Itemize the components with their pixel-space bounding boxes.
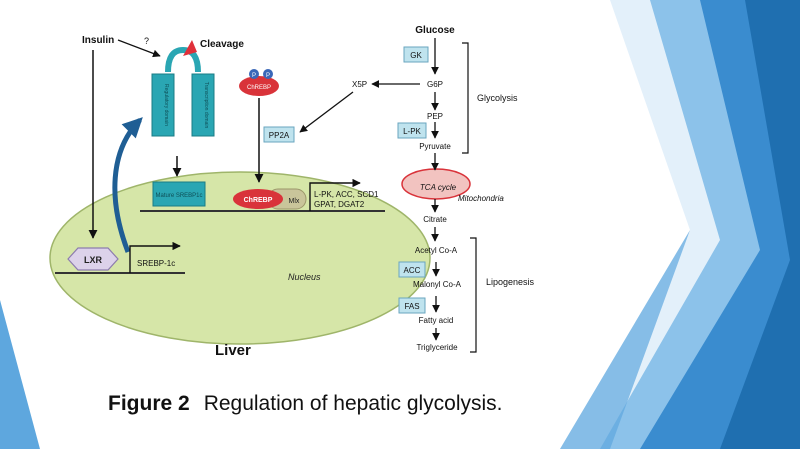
- chrebp-nuclear-label: ChREBP: [244, 197, 273, 204]
- nucleus-label: Nucleus: [288, 272, 321, 282]
- figure-caption: Figure 2 Regulation of hepatic glycolysis…: [108, 392, 503, 416]
- target-genes-2: GPAT, DGAT2: [314, 200, 365, 209]
- pp2a-label: PP2A: [269, 131, 290, 140]
- liver-label: Liver: [215, 342, 251, 359]
- cleavage-icon: [183, 40, 197, 56]
- svg-text:Transcription domain: Transcription domain: [203, 82, 209, 129]
- chrebp-nuclear: [233, 189, 283, 209]
- phospho-p1-icon: [249, 69, 259, 79]
- cleavage-label: Cleavage: [200, 39, 244, 50]
- figure-label: Figure 2: [108, 392, 190, 415]
- x5p-to-pp2a-arrow: [299, 91, 354, 133]
- question-mark: ?: [144, 36, 149, 46]
- pp2a-box: [263, 126, 295, 143]
- acc-label: ACC: [404, 266, 421, 275]
- gk-label: GK: [410, 51, 422, 60]
- mature-srebp-box: [152, 181, 206, 207]
- g6p-label: G6P: [427, 80, 443, 89]
- gk-box: [403, 46, 429, 63]
- lxr-shape: [67, 247, 119, 271]
- glycolysis-bracket: [462, 42, 469, 154]
- target-genes-arrow: [309, 178, 361, 211]
- lipogenesis-bracket: [470, 237, 477, 353]
- chrebp-top-label: ChREBP: [247, 85, 271, 91]
- fas-box: [398, 297, 426, 314]
- phospho-p2: P: [266, 73, 270, 79]
- lpk-box: [397, 122, 427, 139]
- srebp-feedback-arrow: [112, 117, 143, 253]
- tca-label: TCA cycle: [420, 183, 457, 192]
- acetyl-coa-label: Acetyl Co-A: [415, 246, 458, 255]
- srebp-gene-arrow: [129, 241, 181, 273]
- triglyceride-label: Triglyceride: [416, 343, 458, 352]
- pep-label: PEP: [427, 112, 443, 121]
- fas-label: FAS: [404, 302, 419, 311]
- nucleus-ellipse: [49, 171, 431, 345]
- phospho-p1: P: [252, 73, 256, 79]
- target-genes-1: L-PK, ACC, SCD1: [314, 190, 379, 199]
- x5p-label: X5P: [352, 80, 367, 89]
- lipogenesis-label: Lipogenesis: [486, 277, 535, 287]
- mature-srebp-label: Mature SREBP1c: [155, 193, 202, 199]
- malonyl-coa-label: Malonyl Co-A: [413, 280, 462, 289]
- glycolysis-label: Glycolysis: [477, 93, 518, 103]
- svg-text:Regulatory domain: Regulatory domain: [163, 84, 169, 126]
- glucose-label: Glucose: [415, 25, 455, 36]
- chrebp-cytoplasm: [239, 76, 279, 96]
- pyruvate-label: Pyruvate: [419, 142, 451, 151]
- insulin-label: Insulin: [82, 35, 114, 46]
- lxr-label: LXR: [84, 255, 103, 265]
- insulin-to-srebp-arrow: [117, 39, 161, 58]
- lpk-label: L-PK: [403, 127, 421, 136]
- caption-text: Regulation of hepatic glycolysis.: [203, 392, 503, 415]
- mlx-label: Mlx: [289, 198, 300, 205]
- srebp-precursor: Regulatory domain Transcription domain: [151, 46, 215, 137]
- citrate-label: Citrate: [423, 215, 447, 224]
- acc-box: [398, 261, 426, 278]
- fatty-acid-label: Fatty acid: [419, 316, 454, 325]
- mitochondria-label: Mitochondria: [458, 194, 504, 203]
- phospho-p2-icon: [263, 69, 273, 79]
- srebp-gene-label: SREBP-1c: [137, 259, 175, 268]
